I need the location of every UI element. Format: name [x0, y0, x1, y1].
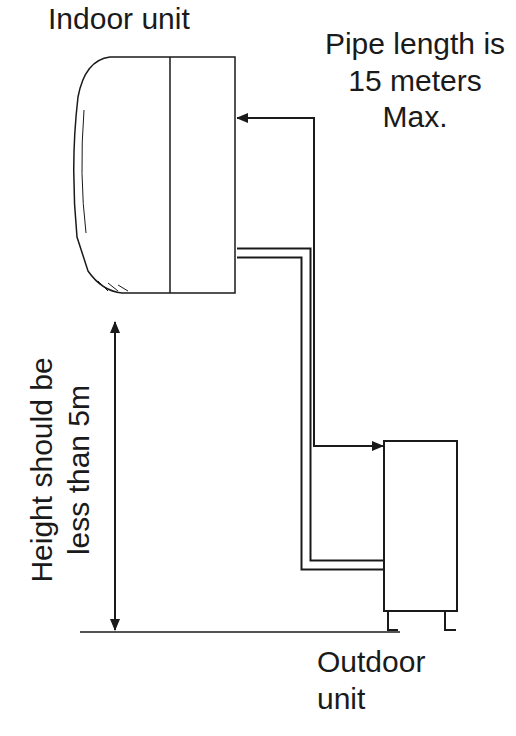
unit-feet	[388, 612, 456, 630]
outdoor-unit: Outdoor unit	[383, 440, 458, 612]
unit-label: Indoor unit	[48, 1, 190, 38]
dimension-label: Height should be less than 5m	[24, 350, 100, 590]
ground-line	[80, 631, 400, 633]
indoor-unit: Indoor unit	[70, 55, 237, 297]
indoor-unit-outline	[70, 55, 237, 297]
height-dimension	[114, 322, 116, 630]
unit-label: Outdoor unit	[317, 644, 467, 717]
pipe-length-label: Pipe length is 15 meters Max.	[322, 26, 508, 136]
refrigerant-pipe	[237, 253, 383, 565]
